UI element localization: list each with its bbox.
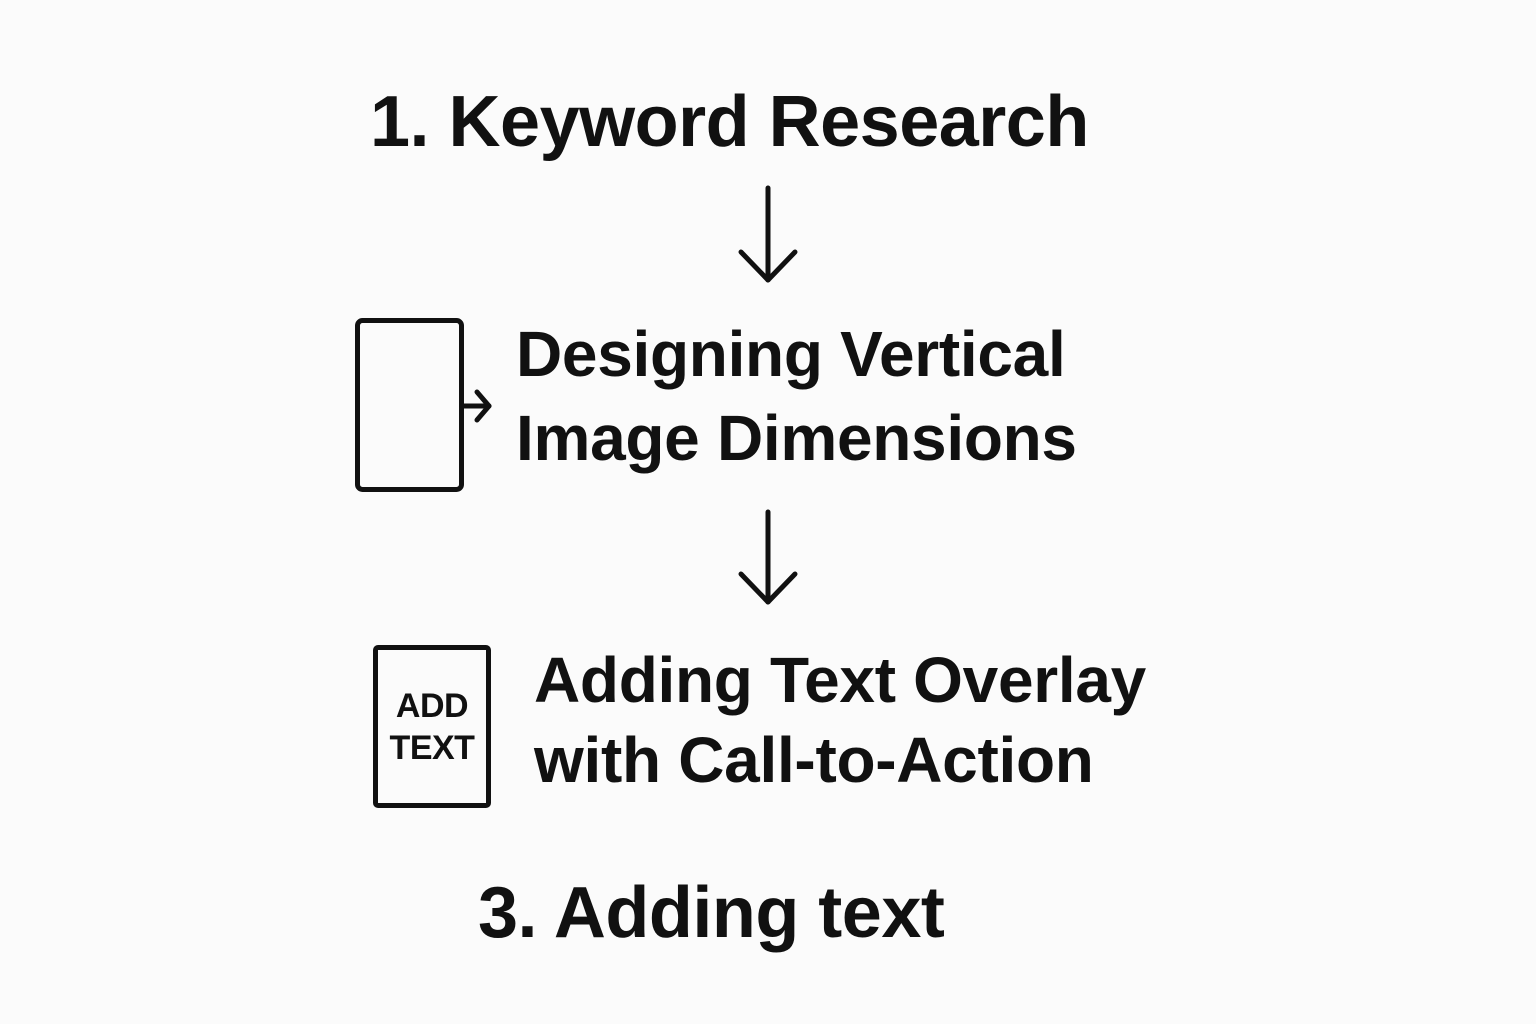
step-2-text-line-1: Designing Vertical (516, 318, 1066, 390)
step-3-text-line-1: Adding Text Overlay (534, 644, 1146, 716)
step-3-text-line-2: with Call-to-Action (534, 724, 1094, 796)
down-arrow-icon (738, 509, 798, 605)
step-1-title: 1. Keyword Research (370, 82, 1089, 162)
add-text-card-icon: ADD TEXT (373, 645, 491, 808)
down-arrow-icon (738, 185, 798, 283)
step-2-text-line-2: Image Dimensions (516, 402, 1077, 474)
card-word-text: TEXT (389, 728, 475, 767)
portrait-image-icon (355, 318, 492, 492)
step-final-title: 3. Adding text (478, 873, 945, 953)
card-word-add: ADD (395, 686, 469, 725)
